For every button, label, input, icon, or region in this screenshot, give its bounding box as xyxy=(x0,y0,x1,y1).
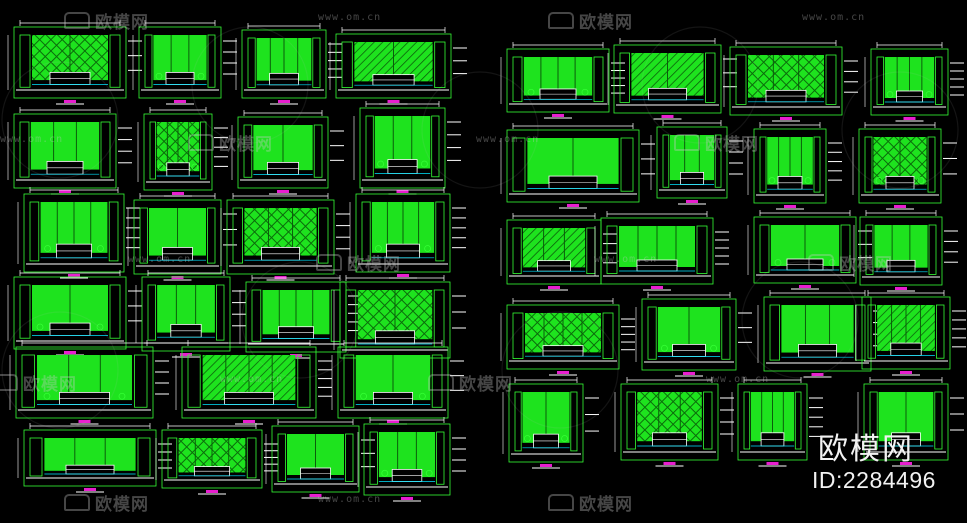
elevation-drawing xyxy=(864,42,964,122)
elevation-drawing xyxy=(855,290,966,376)
watermark-url: www.om.cn xyxy=(318,494,382,505)
watermark-ring xyxy=(1,61,119,179)
watermark-url: www.om.cn xyxy=(476,134,540,145)
elevation-drawing xyxy=(17,423,172,493)
watermark-logo: 欧模网 xyxy=(808,250,893,275)
watermark-url: www.om.cn xyxy=(0,134,64,145)
watermark-logo: 欧模网 xyxy=(548,8,633,33)
elevation-drawing xyxy=(155,423,278,495)
elevation-drawing xyxy=(500,213,617,291)
elevation-drawing xyxy=(265,419,375,499)
elevation-drawing xyxy=(502,377,599,469)
asset-id-label: ID:2284496 xyxy=(812,467,936,493)
watermark-ring xyxy=(841,71,959,189)
elevation-drawing xyxy=(747,122,842,210)
elevation-drawing xyxy=(7,20,142,105)
elevation-drawing xyxy=(7,270,142,356)
elevation-drawing xyxy=(500,42,625,119)
watermark-logo: 欧模网 xyxy=(428,370,513,395)
watermark-url: www.om.cn xyxy=(220,374,284,385)
elevation-drawing xyxy=(349,187,466,279)
watermark-url: www.om.cn xyxy=(706,374,770,385)
elevation-drawing xyxy=(723,40,858,122)
brand-logo: 欧模网 xyxy=(818,432,914,467)
elevation-drawing xyxy=(135,270,246,358)
watermark-logo: 欧模网 xyxy=(64,490,149,515)
watermark-url: www.om.cn xyxy=(594,254,658,265)
elevation-drawing xyxy=(731,377,823,467)
watermark-logo: 欧模网 xyxy=(64,8,149,33)
elevation-drawing xyxy=(607,38,737,120)
watermark-logo: 欧模网 xyxy=(188,130,273,155)
watermark-url: www.om.cn xyxy=(128,254,192,265)
elevation-drawing xyxy=(7,107,132,195)
watermark-logo: 欧模网 xyxy=(674,130,759,155)
elevation-drawing xyxy=(235,23,342,105)
elevation-drawing xyxy=(857,377,964,467)
watermark-logo: 欧模网 xyxy=(0,370,77,395)
watermark-logo: 欧模网 xyxy=(548,490,633,515)
elevation-drawing xyxy=(175,340,332,425)
elevation-drawing xyxy=(500,123,655,209)
elevation-drawing xyxy=(500,298,635,376)
watermark-ring xyxy=(741,261,859,379)
elevation-drawing xyxy=(220,193,350,281)
elevation-drawing xyxy=(635,292,752,377)
elevation-drawing xyxy=(132,20,237,105)
watermark-url: www.om.cn xyxy=(802,12,866,23)
elevation-drawing xyxy=(333,275,466,365)
elevation-drawing xyxy=(329,27,467,105)
elevation-drawing xyxy=(17,187,140,279)
elevation-drawing xyxy=(594,211,729,291)
watermark-ring xyxy=(421,71,539,189)
elevation-drawing xyxy=(757,290,887,378)
elevation-drawing xyxy=(357,417,466,502)
elevation-drawing xyxy=(353,101,461,195)
elevation-drawing xyxy=(852,122,957,210)
elevation-drawing xyxy=(614,377,734,467)
watermark-url: www.om.cn xyxy=(318,12,382,23)
elevation-drawing xyxy=(127,193,237,281)
watermark-logo: 欧模网 xyxy=(316,250,401,275)
watermark-ring xyxy=(241,261,359,379)
